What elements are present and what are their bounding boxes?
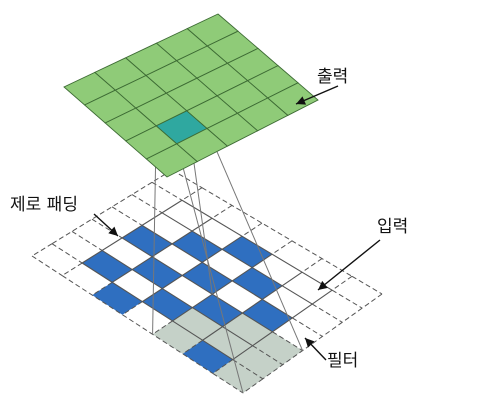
input-filled-cell <box>242 299 293 332</box>
input-filled-cell <box>232 267 283 300</box>
input-filled-cell <box>172 231 223 263</box>
output-arrow <box>295 85 339 105</box>
input-grid-line <box>142 235 243 303</box>
input-filled-cell <box>122 225 173 257</box>
input-grid-line <box>111 206 143 226</box>
input-grid-line <box>81 199 183 264</box>
input-grid-line <box>51 243 83 264</box>
filter-region <box>152 294 303 393</box>
zero-padding-label: 제로 패딩 <box>10 195 78 215</box>
input-grid-line <box>31 255 63 276</box>
input-grid-line <box>51 181 153 245</box>
input-arrow <box>317 239 381 291</box>
input-filled-cell <box>182 262 233 295</box>
input-grid-line <box>181 187 203 201</box>
input-grid-line <box>292 317 323 337</box>
input-grid-line <box>71 231 103 251</box>
input-grid-line <box>232 359 264 380</box>
input-filled-cell <box>132 256 183 289</box>
input-grid-line <box>232 289 333 361</box>
input-filled-cell <box>182 340 233 374</box>
output-cell <box>145 143 198 178</box>
input-grid-line <box>272 331 303 351</box>
output-grid <box>63 13 319 178</box>
input-grid-line <box>361 293 383 309</box>
input-grid-line <box>201 187 353 277</box>
filter-label: 필터 <box>327 351 358 371</box>
input-grid-line <box>252 345 283 366</box>
input-filled-cell <box>192 294 243 327</box>
input-filled-cell <box>222 236 273 268</box>
input-grid-line <box>111 217 213 283</box>
input-grid-line <box>122 301 143 316</box>
input-grid-line <box>151 181 183 201</box>
projection-line <box>176 143 244 394</box>
input-grid-line <box>101 250 253 347</box>
input-grid-line <box>91 218 123 239</box>
input-grid-line <box>121 237 273 333</box>
input-grid-line <box>351 275 383 295</box>
input-grid-line <box>331 289 363 309</box>
input-filled-cell <box>82 250 133 283</box>
input-grid-line <box>171 169 203 189</box>
input-grid-line <box>81 262 234 361</box>
input-grid-line <box>61 275 214 374</box>
input-grid-line <box>211 205 233 219</box>
input-grid-line <box>331 275 353 291</box>
input-filled-cell <box>92 282 143 315</box>
input-grid-line <box>212 359 234 374</box>
input-grid <box>31 169 383 394</box>
input-grid-line <box>131 194 163 214</box>
input-grid-line <box>152 320 173 335</box>
projection-line <box>206 128 304 351</box>
input-grid-line <box>271 240 293 255</box>
input-grid-line <box>161 212 313 305</box>
input-grid-line <box>182 339 203 355</box>
filter-arrow <box>304 337 327 361</box>
input-grid-line <box>31 243 53 257</box>
input-grid-line <box>262 307 363 380</box>
input-grid-line <box>61 262 83 276</box>
label-arrows <box>93 85 381 361</box>
output-label: 출력 <box>317 67 348 87</box>
input-grid-line <box>301 258 323 273</box>
input-filled-cell <box>142 288 193 321</box>
input-label: 입력 <box>377 217 408 237</box>
input-grid-line <box>241 222 263 237</box>
input-grid-line <box>141 224 293 319</box>
zero-padding-arrow <box>93 213 119 237</box>
input-grid-line <box>212 373 244 394</box>
input-grid-line <box>242 378 264 394</box>
input-grid-line <box>92 281 113 296</box>
input-grid-line <box>202 271 303 341</box>
input-grid-line <box>311 303 343 323</box>
input-grid-line <box>172 253 273 322</box>
